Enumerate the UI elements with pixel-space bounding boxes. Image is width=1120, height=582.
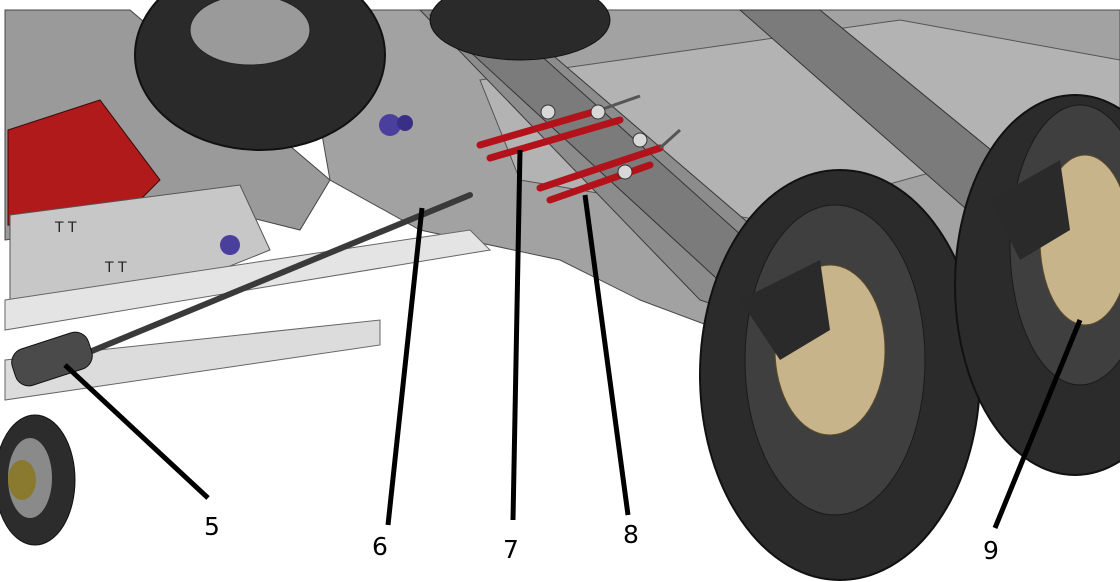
brake-cable-assembly — [476, 94, 682, 204]
leader-9 — [992, 319, 1083, 529]
callout-5: 5 — [204, 512, 220, 541]
purple-bracket — [379, 114, 401, 136]
leader-7 — [510, 149, 523, 521]
t-mark: T T — [104, 260, 127, 276]
drawbar-rail-lower — [4, 319, 381, 401]
callout-9: 9 — [983, 536, 999, 565]
leader-5 — [63, 363, 210, 500]
brake-rod — [67, 192, 473, 363]
axle-stub-1 — [740, 260, 830, 360]
top-tyre-2 — [429, 0, 611, 61]
leader-8 — [582, 194, 631, 516]
callout-7: 7 — [503, 535, 519, 564]
t-mark: T T — [54, 220, 77, 236]
drawbar-rail-upper — [4, 229, 492, 331]
callout-6: 6 — [372, 532, 388, 561]
purple-bracket — [220, 235, 240, 255]
axle-stub-2 — [990, 160, 1070, 260]
leader-6 — [385, 207, 425, 526]
callout-8: 8 — [623, 520, 639, 549]
